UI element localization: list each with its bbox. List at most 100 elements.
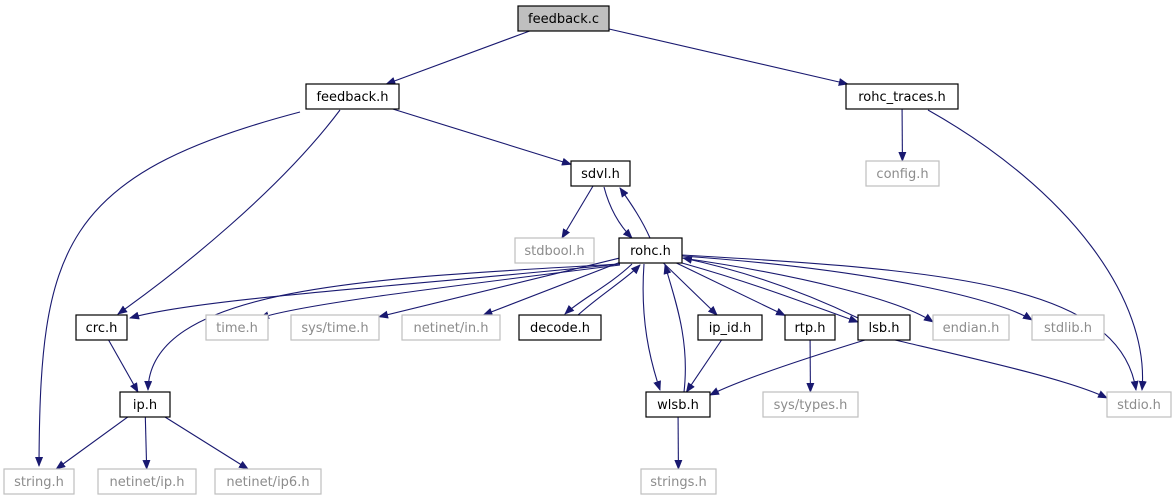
node-box xyxy=(570,160,631,187)
node-lsb-h[interactable]: lsb.h xyxy=(857,314,911,341)
nodes-layer: feedback.c feedback.h rohc_traces.h config.… xyxy=(3,5,1172,495)
node-box xyxy=(857,314,911,341)
node-label: stdlib.h xyxy=(1044,321,1092,336)
node-box xyxy=(290,314,380,341)
node-rohc-traces-h[interactable]: rohc_traces.h xyxy=(845,83,959,110)
node-label: string.h xyxy=(14,475,64,490)
edge-rohc-h-to-rtp-h xyxy=(676,262,786,316)
edge-feedback-c-to-rohc-traces-h xyxy=(608,28,849,86)
edge-rohc-h-to-lsb-h xyxy=(681,262,859,323)
node-box xyxy=(640,468,717,495)
node-box xyxy=(618,237,683,264)
node-label: feedback.c xyxy=(528,12,599,27)
edge-feedback-c-to-feedback-h xyxy=(385,30,530,85)
node-decode-h[interactable]: decode.h xyxy=(518,314,602,341)
node-string-h[interactable]: string.h xyxy=(3,468,75,495)
node-box xyxy=(401,314,501,341)
node-label: stdio.h xyxy=(1117,398,1161,413)
node-label: stdbool.h xyxy=(524,244,584,259)
edge-ip-h-to-string-h xyxy=(55,416,129,470)
edge-rohc-h-to-ip-h xyxy=(144,263,621,391)
node-label: decode.h xyxy=(530,321,590,336)
node-label: endian.h xyxy=(943,321,1000,336)
node-stdlib-h[interactable]: stdlib.h xyxy=(1031,314,1105,341)
node-feedback-c[interactable]: feedback.c xyxy=(517,5,610,32)
edge-rohc-h-to-sys-time-h xyxy=(378,257,620,319)
node-label: time.h xyxy=(216,321,258,336)
edge-wlsb-h-to-rohc-h xyxy=(663,264,686,393)
node-ip-h[interactable]: ip.h xyxy=(119,391,171,418)
node-label: sdvl.h xyxy=(581,167,620,182)
node-label: rtp.h xyxy=(794,321,825,336)
node-ip-id-h[interactable]: ip_id.h xyxy=(697,314,763,341)
node-label: lsb.h xyxy=(868,321,899,336)
edge-rohc-h-to-crc-h xyxy=(129,263,621,320)
node-box xyxy=(305,83,400,110)
node-box xyxy=(865,160,940,187)
node-netinet-ip6-h[interactable]: netinet/ip6.h xyxy=(214,468,322,495)
node-box xyxy=(932,314,1010,341)
node-box xyxy=(75,314,128,341)
node-sys-time-h[interactable]: sys/time.h xyxy=(290,314,380,341)
node-box xyxy=(214,468,322,495)
node-time-h[interactable]: time.h xyxy=(205,314,269,341)
node-box xyxy=(205,314,269,341)
node-box xyxy=(517,5,610,32)
node-feedback-h[interactable]: feedback.h xyxy=(305,83,400,110)
edge-rohc-h-to-endian-h xyxy=(681,257,934,323)
edge-lsb-h-to-rohc-h xyxy=(682,255,859,319)
edge-feedback-h-to-string-h xyxy=(35,111,301,467)
node-box xyxy=(697,314,763,341)
edge-rohc-h-to-stdlib-h xyxy=(681,255,1033,321)
edges-layer xyxy=(35,28,1147,470)
edge-rohc-traces-h-to-stdio-h xyxy=(927,109,1147,391)
edge-decode-h-to-rohc-h xyxy=(577,264,641,316)
edge-ip-h-to-netinet-ip-h xyxy=(142,416,151,470)
node-label: ip.h xyxy=(133,398,157,413)
edge-rohc-h-to-stdio-h xyxy=(681,254,1139,391)
node-rtp-h[interactable]: rtp.h xyxy=(784,314,836,341)
node-stdbool-h[interactable]: stdbool.h xyxy=(514,237,595,264)
node-box xyxy=(645,391,711,418)
node-stdio-h[interactable]: stdio.h xyxy=(1106,391,1172,418)
node-netinet-ip-h[interactable]: netinet/ip.h xyxy=(97,468,197,495)
edge-rohc-h-to-time-h xyxy=(259,264,621,320)
node-sdvl-h[interactable]: sdvl.h xyxy=(570,160,631,187)
node-label: ip_id.h xyxy=(709,321,752,336)
edge-ip-h-to-netinet-ip6-h xyxy=(164,416,249,470)
edge-rohc-h-to-sdvl-h xyxy=(619,187,651,239)
edge-sdvl-h-to-stdbool-h xyxy=(561,185,594,239)
node-label: crc.h xyxy=(86,321,118,336)
node-box xyxy=(518,314,602,341)
edge-rohc-h-to-netinet-in-h xyxy=(482,262,620,316)
node-label: sys/time.h xyxy=(301,321,368,336)
edge-feedback-h-to-crc-h xyxy=(117,109,341,315)
node-label: sys/types.h xyxy=(774,398,848,413)
node-endian-h[interactable]: endian.h xyxy=(932,314,1010,341)
node-netinet-in-h[interactable]: netinet/in.h xyxy=(401,314,501,341)
node-label: netinet/in.h xyxy=(414,321,489,336)
edge-ip-id-h-to-wlsb-h xyxy=(685,339,723,393)
node-box xyxy=(119,391,171,418)
node-label: config.h xyxy=(876,167,928,182)
node-box xyxy=(762,391,859,418)
node-config-h[interactable]: config.h xyxy=(865,160,940,187)
node-box xyxy=(514,237,595,264)
node-crc-h[interactable]: crc.h xyxy=(75,314,128,341)
edge-crc-h-to-ip-h xyxy=(108,339,139,393)
node-label: feedback.h xyxy=(316,90,388,105)
edge-sdvl-h-to-rohc-h xyxy=(603,186,633,239)
node-strings-h[interactable]: strings.h xyxy=(640,468,717,495)
node-label: wlsb.h xyxy=(657,398,699,413)
edge-rohc-h-to-wlsb-h xyxy=(642,263,661,391)
node-label: netinet/ip6.h xyxy=(226,475,309,490)
node-box xyxy=(1031,314,1105,341)
node-label: strings.h xyxy=(650,475,706,490)
node-box xyxy=(784,314,836,341)
node-label: rohc_traces.h xyxy=(858,90,946,105)
node-box xyxy=(3,468,75,495)
node-rohc-h[interactable]: rohc.h xyxy=(618,237,683,264)
node-wlsb-h[interactable]: wlsb.h xyxy=(645,391,711,418)
node-sys-types-h[interactable]: sys/types.h xyxy=(762,391,859,418)
